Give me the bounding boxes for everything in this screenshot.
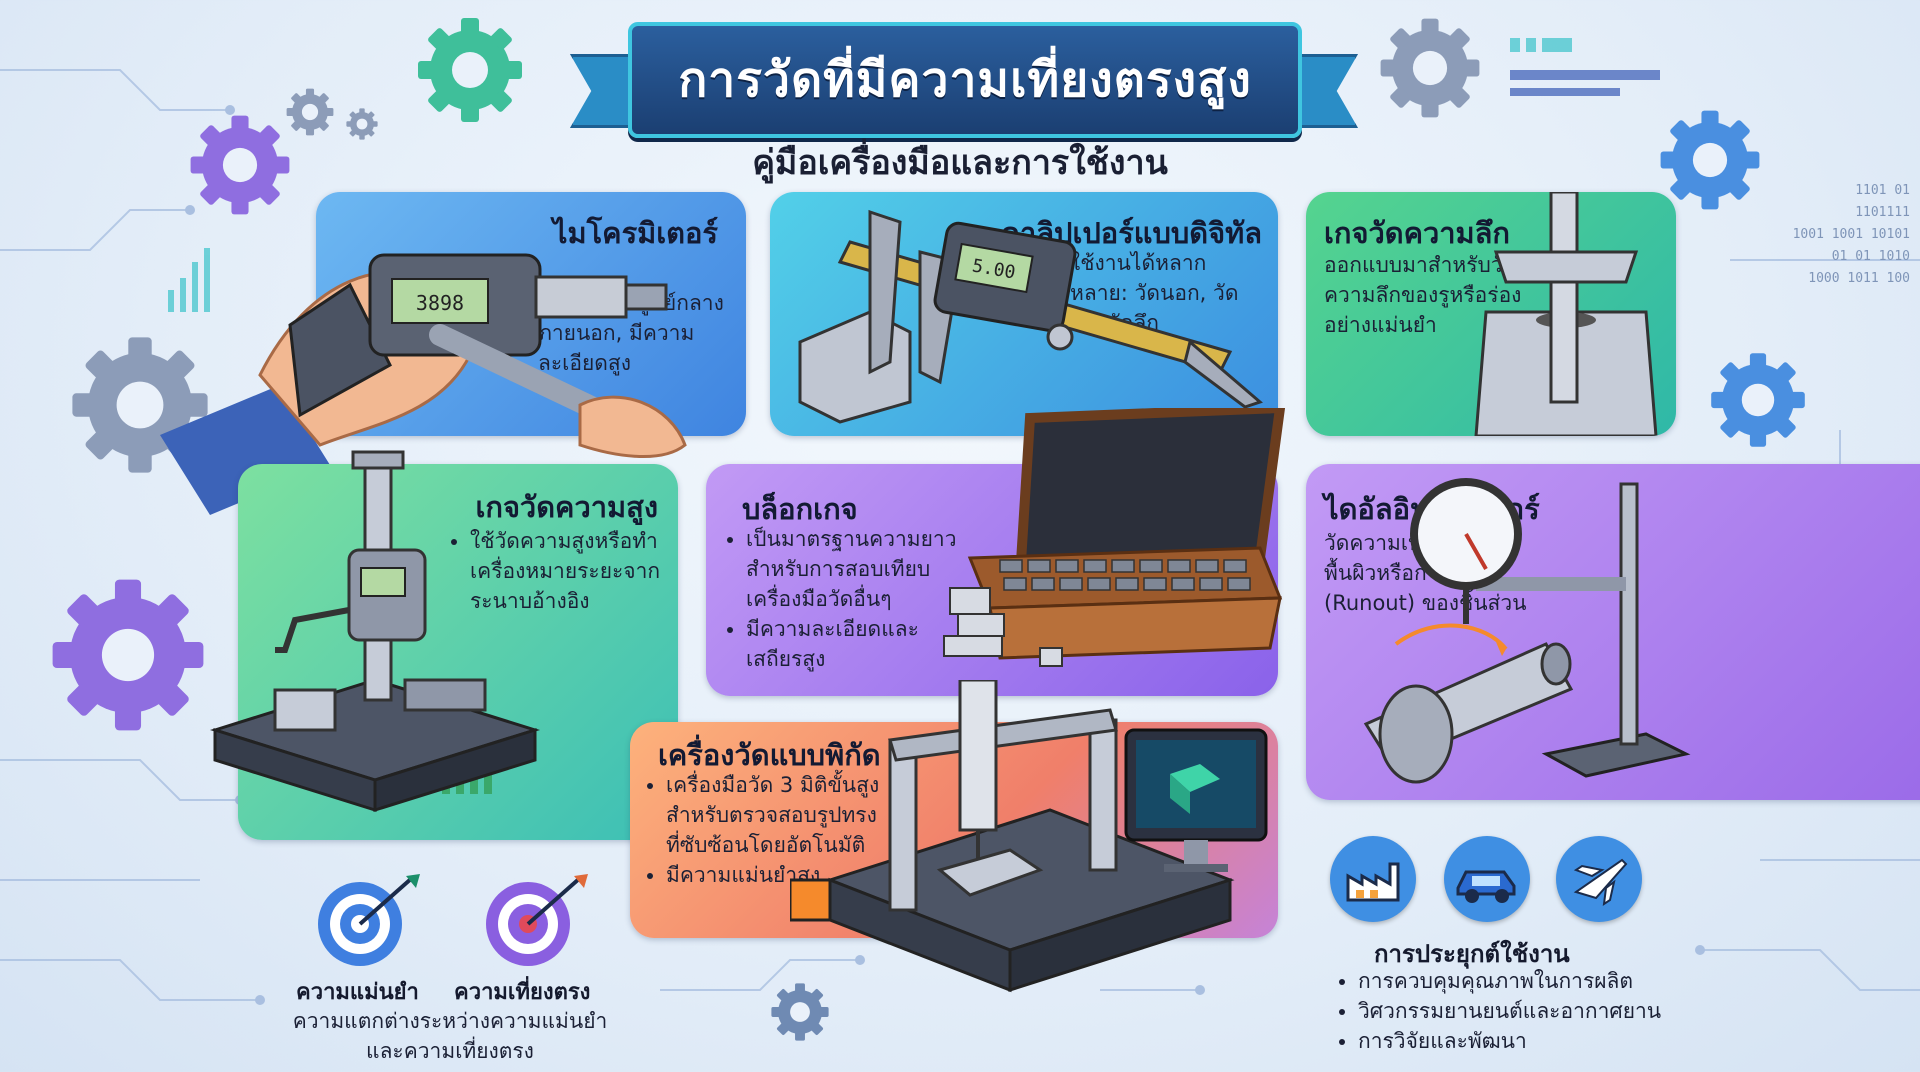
card-title: ไมโครมิเตอร์	[552, 216, 718, 250]
gear-icon	[1380, 18, 1480, 118]
cmm-illustration	[790, 680, 1235, 993]
dial-indicator-illustration	[1363, 478, 1691, 784]
depth-gauge-illustration	[1474, 192, 1658, 436]
bullet-item: เครื่องมือวัด 3 มิติขั้นสูงสำหรับตรวจสอบ…	[666, 770, 884, 860]
gear-icon	[286, 88, 334, 136]
card-title: เกจวัดความลึก	[1324, 216, 1510, 250]
car-icon	[1444, 836, 1530, 922]
bullet-item: เป็นมาตรฐานความยาวสำหรับการสอบเทียบเครื่…	[746, 524, 960, 614]
card-digital-caliper: คาลิปเปอร์แบบดิจิทัล ใช้งานได้หลากหลาย: …	[770, 192, 1278, 436]
page-subtitle: คู่มือเครื่องมือและการใช้งาน	[752, 143, 1168, 183]
card-text: เป็นมาตรฐานความยาวสำหรับการสอบเทียบเครื่…	[724, 524, 960, 674]
card-title: เครื่องวัดแบบพิกัด	[658, 738, 881, 772]
gear-icon	[1711, 353, 1805, 447]
height-gauge-illustration	[209, 450, 541, 813]
applications-title: การประยุกต์ใช้งาน	[1374, 940, 1570, 968]
micrometer-display: 3898	[416, 291, 464, 315]
card-depth-gauge: เกจวัดความลึก ออกแบบมาสำหรับวัดความลึกขอ…	[1306, 192, 1676, 436]
card-title: บล็อกเกจ	[742, 492, 858, 526]
airplane-icon	[1556, 836, 1642, 922]
computer-monitor-icon	[1124, 728, 1268, 872]
accuracy-precision-caption: ความแตกต่างระหว่างความแม่นยำและความเที่ย…	[292, 1009, 608, 1063]
bullet-item: ใช้วัดความสูงหรือทำเครื่องหมายระยะจากระน…	[470, 526, 668, 616]
bullet-item: มีความละเอียดและเสถียรสูง	[746, 614, 960, 674]
factory-icon	[1330, 836, 1416, 922]
list-item: วิศวกรรมยานยนต์และอากาศยาน	[1358, 996, 1661, 1026]
card-text: ออกแบบมาสำหรับวัดความลึกของรูหรือร่องอย่…	[1324, 253, 1522, 337]
target-precision-icon	[486, 874, 588, 966]
caliper-illustration: 5.00	[798, 209, 1263, 424]
card-title: เกจวัดความสูง	[475, 490, 658, 524]
gear-icon	[52, 579, 204, 731]
accuracy-label: ความแม่นยำ	[296, 980, 419, 1005]
list-item: การควบคุมคุณภาพในการผลิต	[1358, 966, 1661, 996]
list-item: การวิจัยและพัฒนา	[1358, 1026, 1661, 1056]
title-banner: การวัดที่มีความเที่ยงตรงสูง	[628, 22, 1302, 138]
page-title: การวัดที่มีความเที่ยงตรงสูง	[678, 52, 1252, 108]
gear-icon	[418, 18, 522, 122]
target-accuracy-icon	[318, 874, 420, 966]
precision-label: ความเที่ยงตรง	[454, 980, 591, 1005]
card-text: ใช้วัดความสูงหรือทำเครื่องหมายระยะจากระน…	[448, 526, 668, 616]
binary-decoration: 1101 01 1101111 1001 1001 10101 01 01 10…	[1792, 183, 1910, 286]
micrometer-illustration: 3898	[160, 253, 687, 515]
card-text: เครื่องมือวัด 3 มิติขั้นสูงสำหรับตรวจสอบ…	[644, 770, 884, 890]
gauge-block-set-illustration	[943, 408, 1286, 667]
card-dial-indicator: ไดอัลอินดิเคเตอร์ วัดความเบี่ยงเบนของพื้…	[1306, 464, 1920, 800]
applications-list: การควบคุมคุณภาพในการผลิต วิศวกรรมยานยนต์…	[1336, 966, 1661, 1056]
